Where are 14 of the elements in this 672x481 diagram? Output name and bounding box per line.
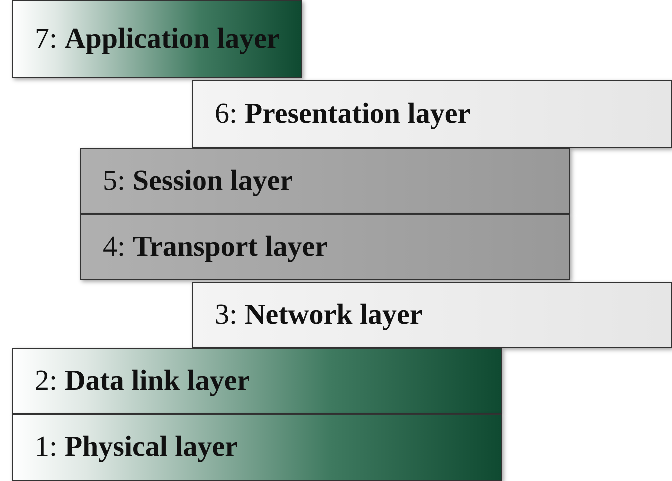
layer-label: 6: Presentation layer	[215, 98, 471, 130]
layer-label: 5: Session layer	[103, 164, 294, 198]
layer-label: 2: Data link layer	[35, 364, 250, 398]
layer-box	[12, 414, 502, 481]
layer-label: 7: Application layer	[35, 22, 280, 56]
layer-box	[12, 348, 502, 414]
layer-box	[80, 214, 570, 280]
layer-box	[192, 282, 672, 348]
layer-label: 3: Network layer	[215, 298, 423, 332]
layer-box	[80, 148, 570, 214]
layer-box	[192, 80, 672, 148]
layer-box	[12, 0, 302, 78]
layer-label: 4: Transport layer	[103, 230, 328, 264]
layer-label: 1: Physical layer	[35, 431, 238, 464]
